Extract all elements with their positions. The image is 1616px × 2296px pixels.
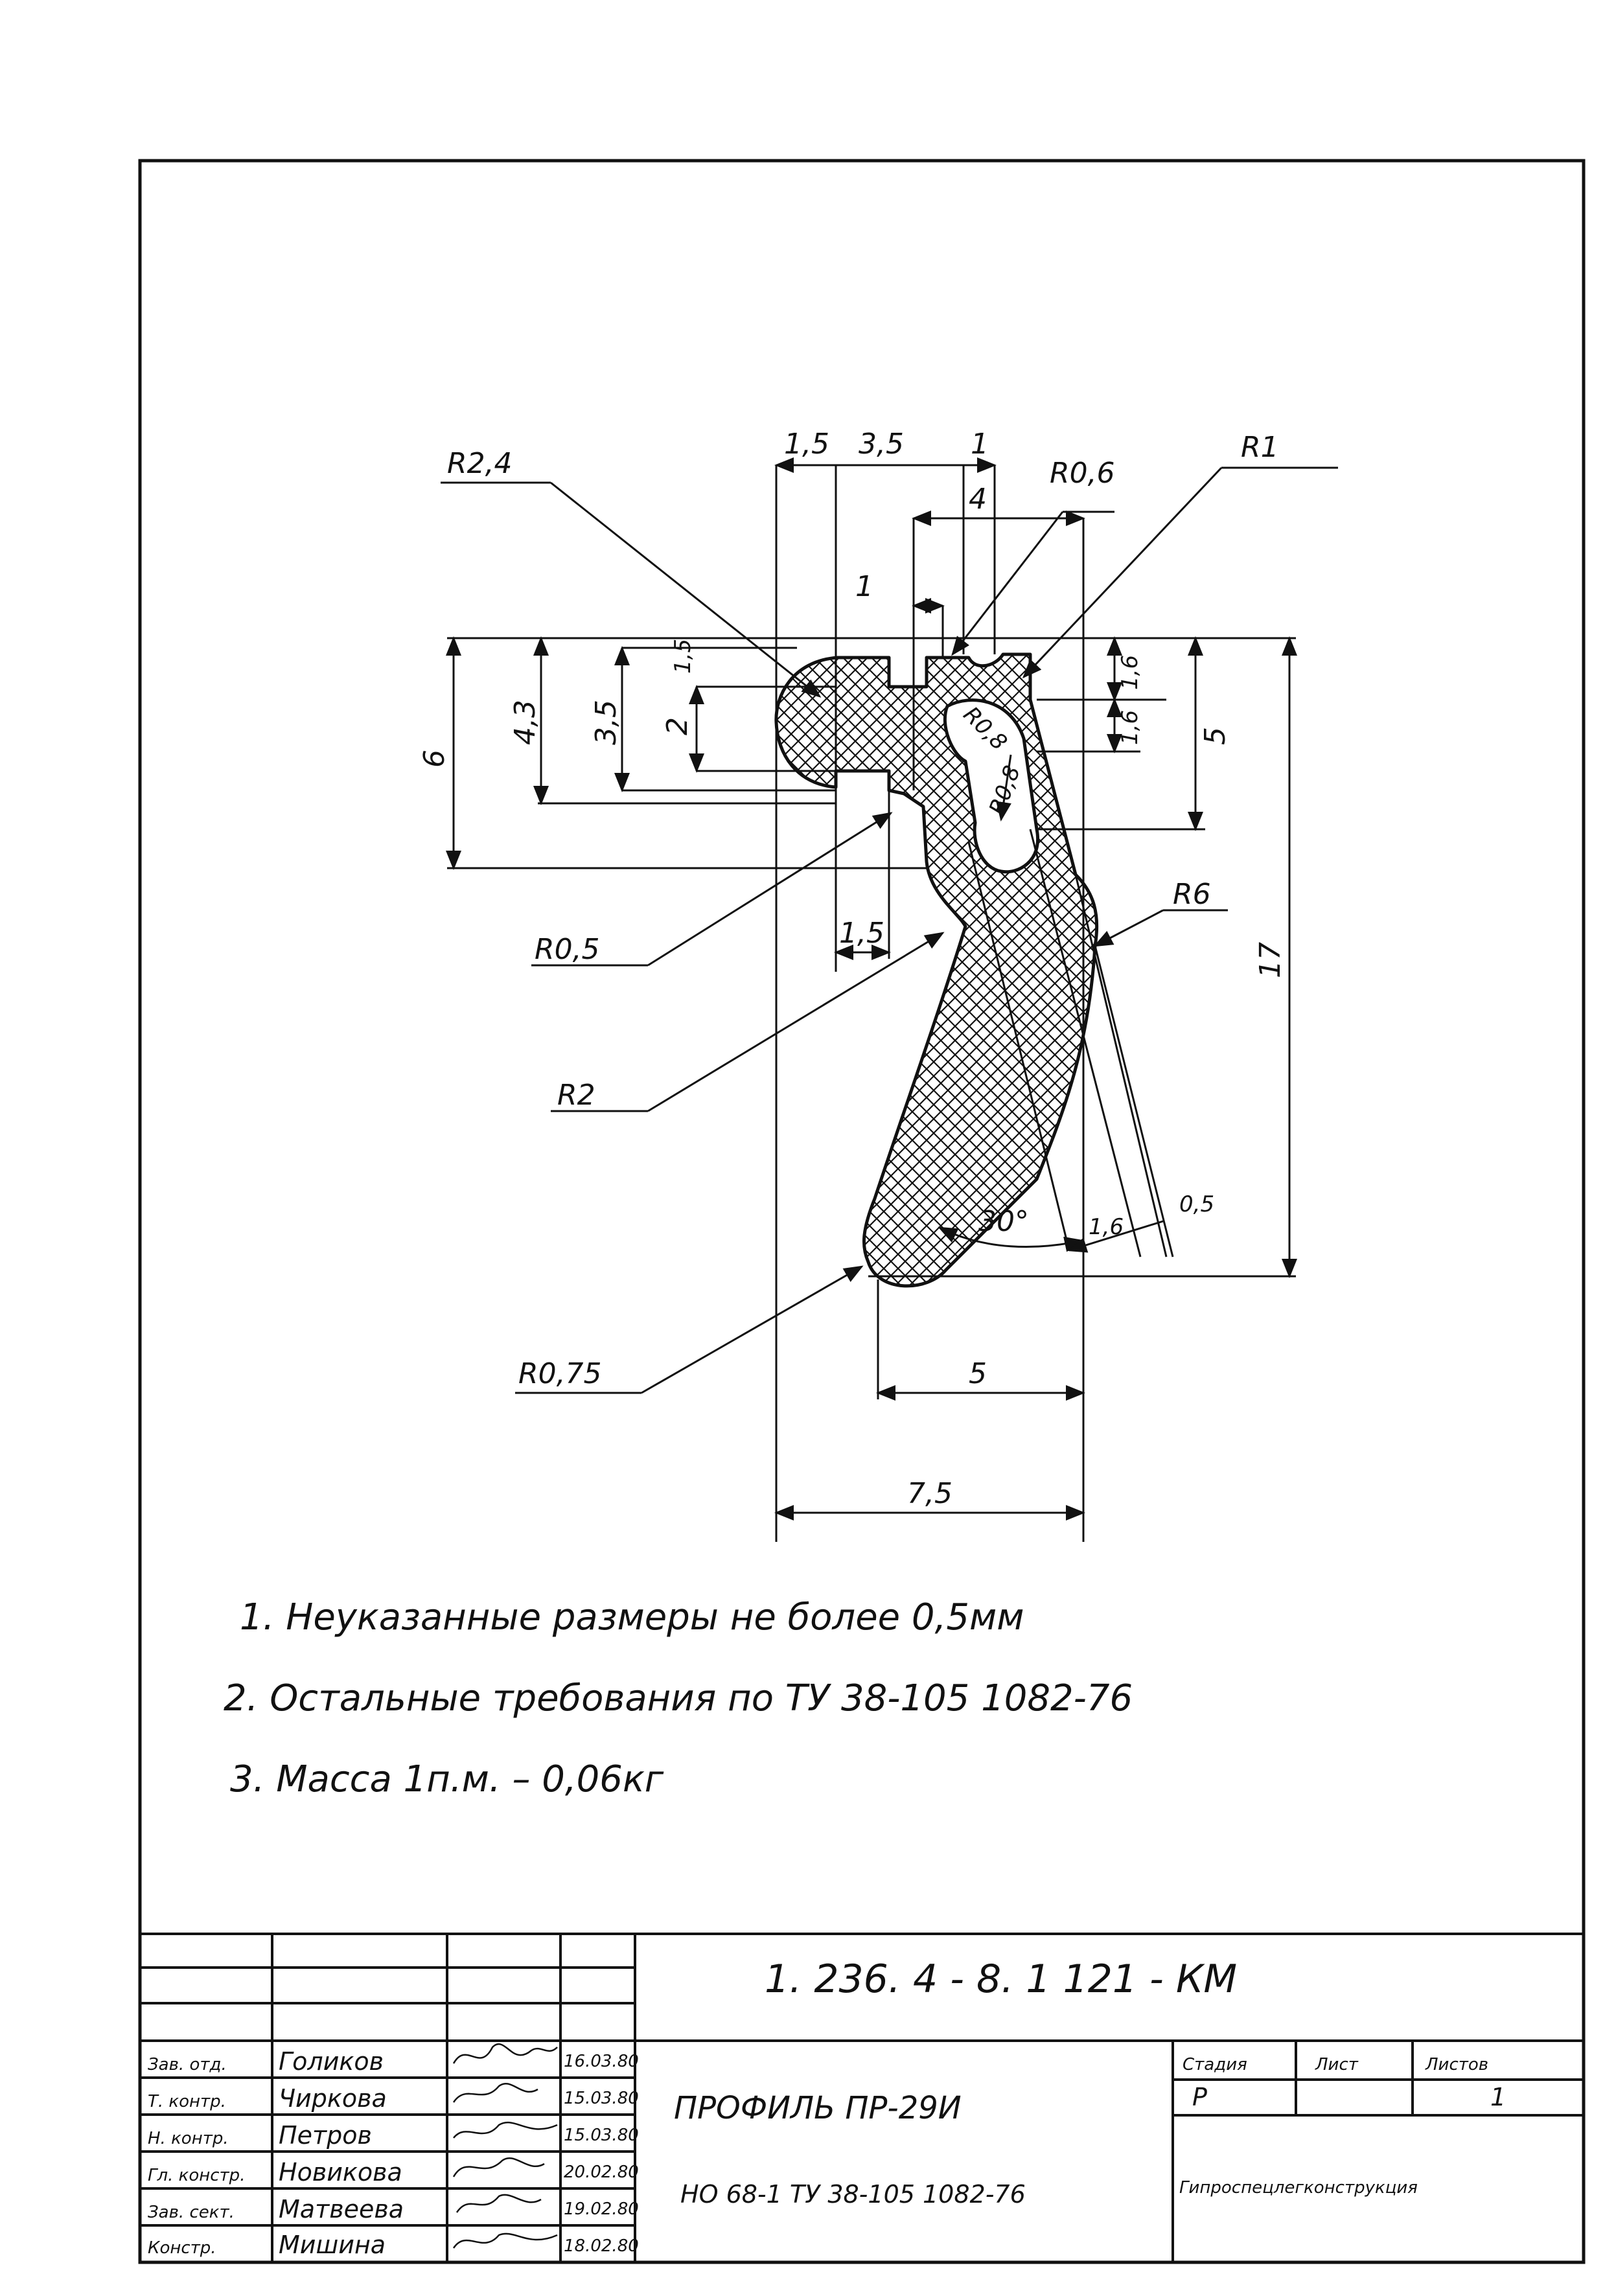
staff-date: 16.03.80 — [564, 2052, 639, 2071]
dim-w35-top: 3,5 — [859, 428, 904, 461]
dim-w1-mid: 1 — [855, 570, 873, 603]
dim-w15-top: 1,5 — [784, 428, 829, 461]
dim-h16-b: 1,6 — [1117, 710, 1143, 745]
staff-name: Голиков — [279, 2047, 384, 2076]
staff-row: Зав. сект. Матвеева 19.02.80 — [148, 2195, 639, 2223]
sheet-frame — [138, 159, 1586, 2264]
dim-r6: R6 — [1173, 878, 1211, 911]
signatures — [452, 2043, 558, 2249]
staff-role: Гл. констр. — [148, 2166, 245, 2185]
staff-date: 20.02.80 — [564, 2163, 639, 2182]
staff-row: Н. контр. Петров 15.03.80 — [148, 2121, 639, 2150]
dim-d05: 0,5 — [1179, 1191, 1214, 1217]
staff-name: Мишина — [279, 2231, 386, 2259]
staff-name: Чиркова — [279, 2084, 387, 2113]
sheets-value: 1 — [1490, 2083, 1506, 2111]
dim-r24: R2,4 — [447, 447, 513, 480]
leader-lines — [441, 466, 1338, 1394]
dim-r06: R0,6 — [1050, 457, 1115, 490]
dim-h2: 2 — [661, 717, 694, 735]
staff-name: Петров — [279, 2121, 372, 2150]
staff-name: Новикова — [279, 2158, 402, 2187]
signature — [453, 2121, 558, 2139]
dim-h15: 1,5 — [670, 639, 696, 674]
dim-angle30: 30° — [978, 1205, 1029, 1238]
dim-r2: R2 — [557, 1079, 595, 1112]
dim-h43: 4,3 — [509, 700, 542, 745]
staff-role: Констр. — [148, 2238, 216, 2258]
dim-w75: 7,5 — [907, 1477, 952, 1510]
organization: Гипроспецлегконструкция — [1179, 2178, 1418, 2198]
drawing-title: ПРОФИЛЬ ПР-29И — [674, 2090, 962, 2126]
dim-w4: 4 — [969, 483, 987, 516]
sheets-label: Листов — [1425, 2055, 1488, 2074]
notes: 1. Неуказанные размеры не более 0,5мм 2.… — [224, 1596, 1133, 1800]
staff-date: 19.02.80 — [564, 2199, 639, 2219]
stage-value: Р — [1192, 2083, 1207, 2111]
dim-r1: R1 — [1241, 431, 1279, 464]
staff-name: Матвеева — [279, 2195, 404, 2223]
dim-h16-a: 1,6 — [1117, 655, 1143, 690]
signature — [452, 2233, 558, 2249]
staff-row: Гл. констр. Новикова 20.02.80 — [148, 2158, 639, 2187]
staff-role: Зав. отд. — [148, 2055, 227, 2074]
dim-r05: R0,5 — [535, 933, 600, 966]
dim-w15-bottom: 1,5 — [839, 917, 884, 950]
signature — [456, 2194, 542, 2213]
stage-label: Стадия — [1183, 2055, 1247, 2074]
staff-role: Н. контр. — [148, 2129, 229, 2148]
doc-code: 1. 236. 4 - 8. 1 121 - КМ — [765, 1957, 1237, 2002]
dimension-labels: R2,4 1,5 3,5 1 4 R0,6 R1 1 1,5 2 3,5 4,3… — [418, 428, 1287, 1510]
title-block — [139, 1933, 1585, 2264]
signature — [452, 2082, 538, 2103]
dim-h5-right: 5 — [1199, 727, 1232, 745]
dim-r075: R0,75 — [518, 1357, 602, 1390]
signature — [452, 2043, 558, 2064]
staff-date: 15.03.80 — [564, 2126, 639, 2145]
dimension-lines — [446, 457, 1297, 1542]
sheet-label: Лист — [1315, 2055, 1359, 2074]
staff-row: Констр. Мишина 18.02.80 — [148, 2231, 639, 2259]
dim-w1-top: 1 — [971, 428, 989, 461]
staff-row: Т. контр. Чиркова 15.03.80 — [148, 2084, 639, 2113]
staff-row: Зав. отд. Голиков 16.03.80 — [148, 2047, 639, 2076]
note-2: 2. Остальные требования по ТУ 38-105 108… — [224, 1677, 1133, 1719]
note-1: 1. Неуказанные размеры не более 0,5мм — [240, 1596, 1024, 1638]
dim-w5: 5 — [969, 1357, 987, 1390]
spec-reference: НО 68-1 ТУ 38-105 1082-76 — [680, 2180, 1026, 2209]
staff-role: Зав. сект. — [148, 2203, 235, 2222]
profile-section — [774, 652, 1099, 1288]
title-block-text: 1. 236. 4 - 8. 1 121 - КМ ПРОФИЛЬ ПР-29И… — [148, 1957, 1506, 2259]
dim-d16: 1,6 — [1089, 1214, 1124, 1240]
staff-role: Т. контр. — [148, 2092, 226, 2111]
signature — [452, 2157, 545, 2177]
dim-h17: 17 — [1254, 942, 1287, 978]
note-3: 3. Масса 1п.м. – 0,06кг — [230, 1758, 664, 1800]
dim-h6: 6 — [418, 750, 451, 768]
staff-date: 18.02.80 — [564, 2236, 639, 2256]
dim-h35: 3,5 — [590, 700, 623, 745]
staff-date: 15.03.80 — [564, 2089, 639, 2108]
